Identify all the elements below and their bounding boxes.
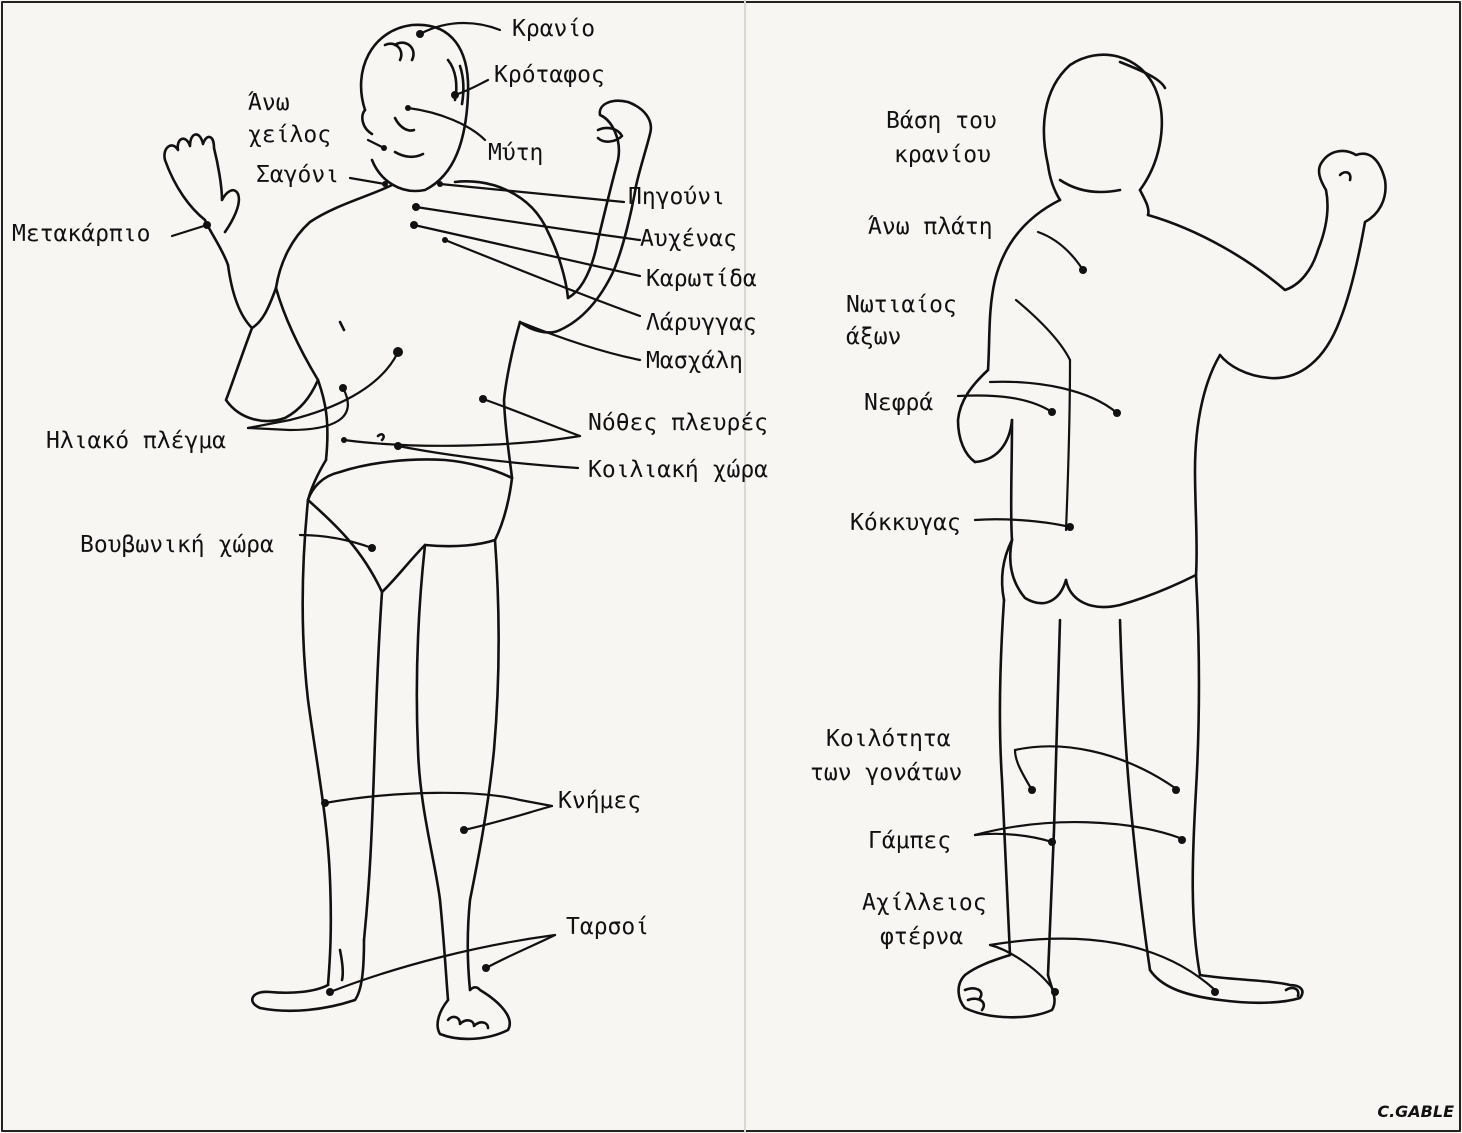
label-ano-cheilos-line2: χείλος — [248, 120, 331, 150]
label-vouvoniki-chora: Βουβωνική χώρα — [80, 530, 274, 560]
label-vasi-kraniou-line2: κρανίου — [894, 140, 991, 170]
label-nefra: Νεφρά — [864, 388, 933, 418]
label-auchenas: Αυχένας — [640, 224, 737, 254]
label-krotafos: Κρόταφος — [494, 60, 605, 90]
label-koiliaki-chora: Κοιλιακή χώρα — [588, 455, 768, 485]
label-koilotita-line1: Κοιλότητα — [826, 724, 951, 754]
back-leader-lines — [958, 232, 1219, 996]
label-knimes: Κνήμες — [558, 786, 641, 816]
back-figure-outline — [958, 55, 1386, 1018]
label-nothes-plevres: Νόθες πλευρές — [588, 408, 768, 438]
label-pigouni: Πηγούνι — [628, 182, 725, 212]
label-ano-cheilos-line1: Άνω — [248, 88, 290, 118]
label-sagoni: Σαγόνι — [256, 160, 339, 190]
label-ano-plati: Άνω πλάτη — [868, 212, 993, 242]
label-karotida: Καρωτίδα — [646, 264, 757, 294]
label-myti: Μύτη — [488, 138, 543, 168]
label-achilleios-line1: Αχίλλειος — [862, 888, 987, 918]
label-laryggas: Λάρυγγας — [646, 308, 757, 338]
label-vasi-kraniou-line1: Βάση του — [886, 106, 997, 136]
label-gampes: Γάμπες — [868, 826, 951, 856]
label-tarsoi: Ταρσοί — [566, 912, 649, 942]
label-metakarpio: Μετακάρπιο — [12, 219, 150, 249]
label-koilotita-line2: των γονάτων — [810, 758, 962, 788]
label-maschali: Μασχάλη — [646, 346, 743, 376]
label-iliako-plegma: Ηλιακό πλέγμα — [46, 426, 226, 456]
label-achilleios-line2: φτέρνα — [880, 922, 963, 952]
label-notiaios-line2: άξων — [846, 322, 901, 352]
front-leader-lines — [172, 23, 640, 996]
label-kranio: Κρανίο — [512, 14, 595, 44]
artist-signature: C.GABLE — [1377, 1102, 1454, 1121]
label-kokkygas: Κόκκυγας — [850, 508, 961, 538]
label-notiaios-line1: Νωτιαίος — [846, 290, 957, 320]
